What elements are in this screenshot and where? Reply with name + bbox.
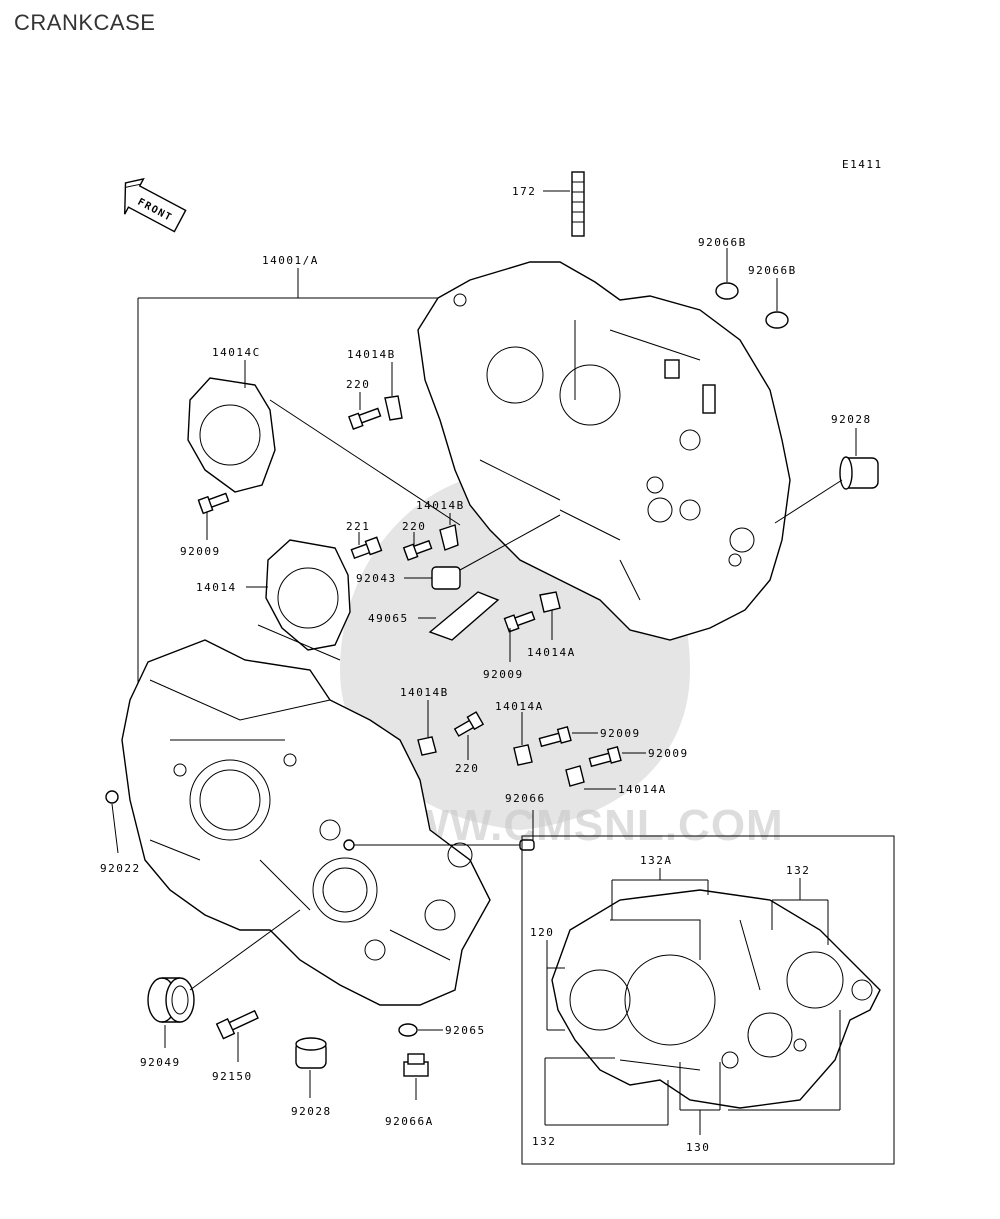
callout-220-3: 220	[455, 762, 479, 775]
bolt-92150	[215, 1009, 259, 1040]
pin-92066	[519, 839, 535, 851]
callout-172: 172	[512, 185, 536, 198]
gasket-14014c	[187, 377, 276, 493]
callout-92028-2: 92028	[291, 1105, 332, 1118]
bolt-221	[350, 536, 383, 560]
plate-14014a-1	[539, 591, 561, 613]
bolt-92009-3	[538, 726, 572, 748]
callout-92066: 92066	[505, 792, 546, 805]
callout-14001a: 14001/A	[262, 254, 319, 267]
oil-seal-92049	[147, 977, 195, 1023]
callout-92022: 92022	[100, 862, 141, 875]
plate-14014b-2	[439, 524, 459, 551]
bolt-220-1	[348, 407, 382, 430]
inset-crankcase	[551, 889, 881, 1109]
bushing-92028-lower	[295, 1037, 327, 1069]
callout-132-1: 132	[786, 864, 810, 877]
callout-220-1: 220	[346, 378, 370, 391]
callout-130: 130	[686, 1141, 710, 1154]
washer-92022	[105, 790, 119, 804]
callout-14014b-2: 14014B	[416, 499, 465, 512]
washer-92065	[398, 1023, 418, 1037]
callout-92028-1: 92028	[831, 413, 872, 426]
diagram-code: E1411	[842, 158, 883, 171]
callout-92066a: 92066A	[385, 1115, 434, 1128]
inset-box	[521, 835, 895, 1165]
callout-92009-3: 92009	[600, 727, 641, 740]
plate-14014a-3	[565, 765, 585, 787]
callout-14014a-2: 14014A	[495, 700, 544, 713]
callout-14014: 14014	[196, 581, 237, 594]
bushing-92028-right	[839, 456, 879, 490]
bushing-92066b-2	[765, 311, 789, 329]
bolt-220-2	[402, 539, 433, 561]
callout-92065: 92065	[445, 1024, 486, 1037]
bolt-92009-1	[197, 492, 230, 515]
callout-92009-1: 92009	[180, 545, 221, 558]
callout-132a: 132A	[640, 854, 673, 867]
callout-92066b-1: 92066B	[698, 236, 747, 249]
callout-14014b-1: 14014B	[347, 348, 396, 361]
front-arrow-icon: FRONT	[124, 177, 187, 233]
bolt-220-3	[453, 711, 485, 737]
plate-14014b-1	[384, 395, 403, 421]
page-title: CRANKCASE	[14, 10, 156, 35]
callout-92150: 92150	[212, 1070, 253, 1083]
callout-92009-2: 92009	[483, 668, 524, 681]
plate-49065	[428, 591, 500, 641]
callout-49065: 49065	[368, 612, 409, 625]
right-crankcase-half	[417, 261, 791, 641]
plug-92066a	[403, 1053, 429, 1077]
callout-221: 221	[346, 520, 370, 533]
plate-14014b-3	[417, 736, 437, 756]
callout-92066b-2: 92066B	[748, 264, 797, 277]
bolt-92009-4	[588, 746, 622, 768]
callout-14014c: 14014C	[212, 346, 261, 359]
bolt-92009-2	[503, 610, 536, 633]
callout-132-2: 132	[532, 1135, 556, 1148]
callout-120: 120	[530, 926, 554, 939]
left-crankcase-half	[121, 639, 491, 1006]
gasket-14014	[265, 539, 351, 651]
callout-220-2: 220	[402, 520, 426, 533]
stud-172	[571, 171, 585, 237]
bushing-92066b-1	[715, 282, 739, 300]
dowel-92043	[431, 566, 461, 590]
callout-92043: 92043	[356, 572, 397, 585]
callout-14014a-1: 14014A	[527, 646, 576, 659]
callout-92049: 92049	[140, 1056, 181, 1069]
callout-14014b-3: 14014B	[400, 686, 449, 699]
plate-14014a-2	[513, 744, 533, 766]
callout-92009-4: 92009	[648, 747, 689, 760]
callout-14014a-3: 14014A	[618, 783, 667, 796]
